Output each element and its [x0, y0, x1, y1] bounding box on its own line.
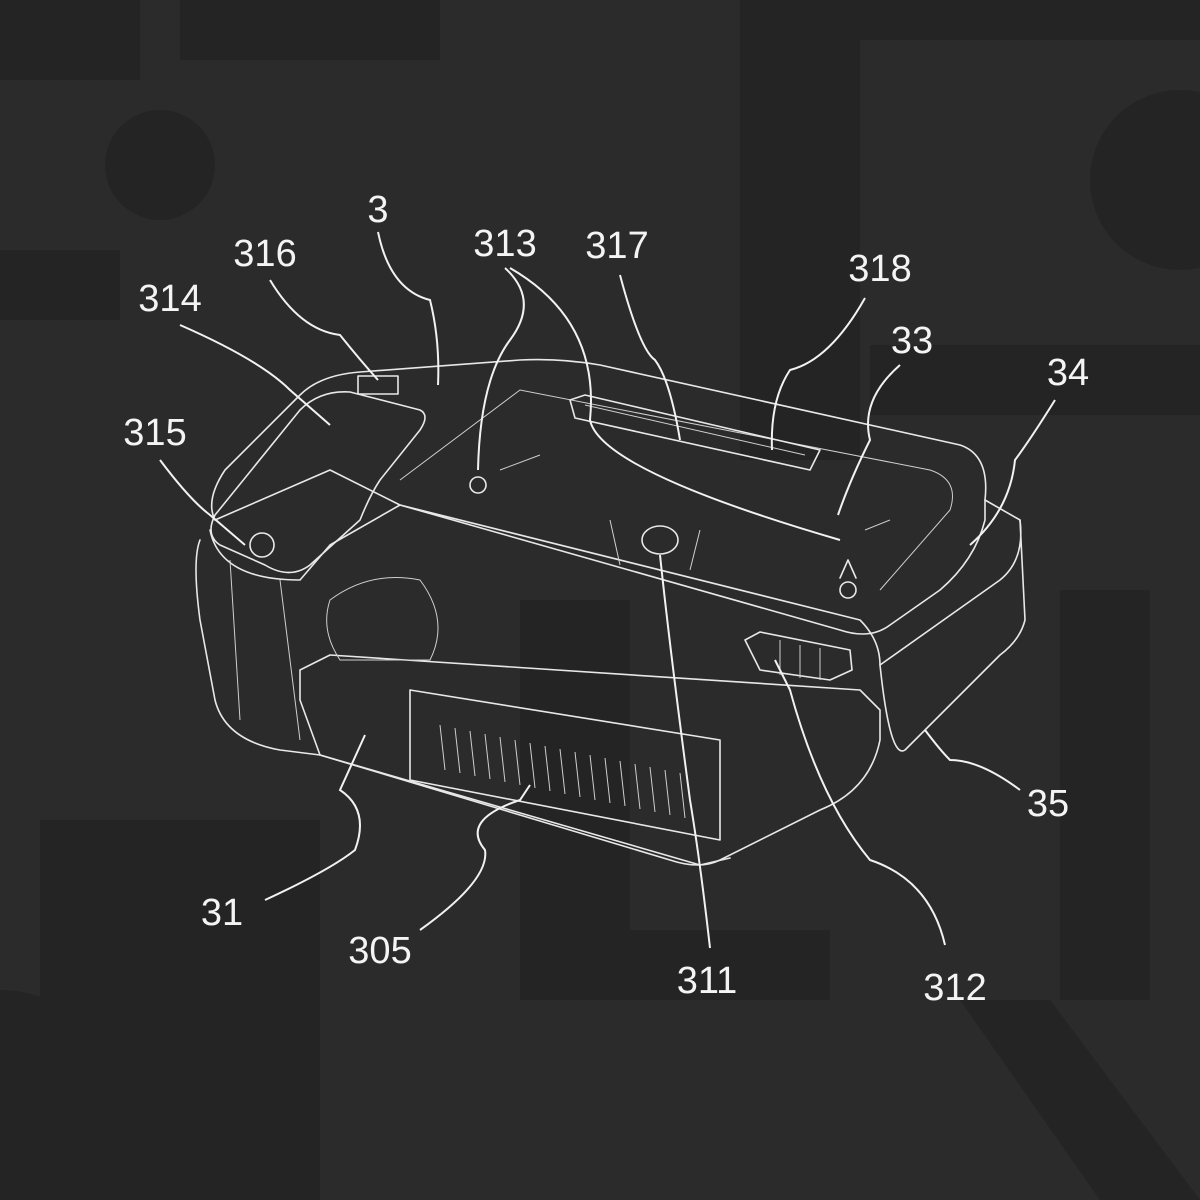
label-305: 305 [348, 930, 411, 972]
label-318: 318 [848, 248, 911, 290]
label-311: 311 [677, 960, 738, 1002]
connector-slot [569, 394, 821, 471]
reference-labels: 3 316 314 315 313 317 318 33 34 35 31 30… [123, 189, 1089, 1009]
knob-312 [744, 631, 853, 681]
device-body [195, 358, 1026, 866]
label-314: 314 [138, 278, 201, 320]
top-cover [210, 358, 987, 635]
leader-lines [159, 231, 1056, 949]
label-316: 316 [233, 233, 296, 275]
label-317: 317 [585, 225, 648, 267]
label-3: 3 [367, 189, 388, 231]
label-31: 31 [201, 892, 243, 934]
label-312: 312 [923, 967, 986, 1009]
latch-316 [357, 375, 399, 395]
vent-grille [409, 689, 721, 841]
label-34: 34 [1047, 352, 1089, 394]
front-face [299, 654, 881, 866]
button-311 [641, 525, 679, 555]
label-33: 33 [891, 320, 933, 362]
label-35: 35 [1027, 783, 1069, 825]
label-313: 313 [473, 223, 536, 265]
battery-cover [210, 391, 426, 574]
label-315: 315 [123, 412, 186, 454]
vent-slats [439, 724, 686, 819]
